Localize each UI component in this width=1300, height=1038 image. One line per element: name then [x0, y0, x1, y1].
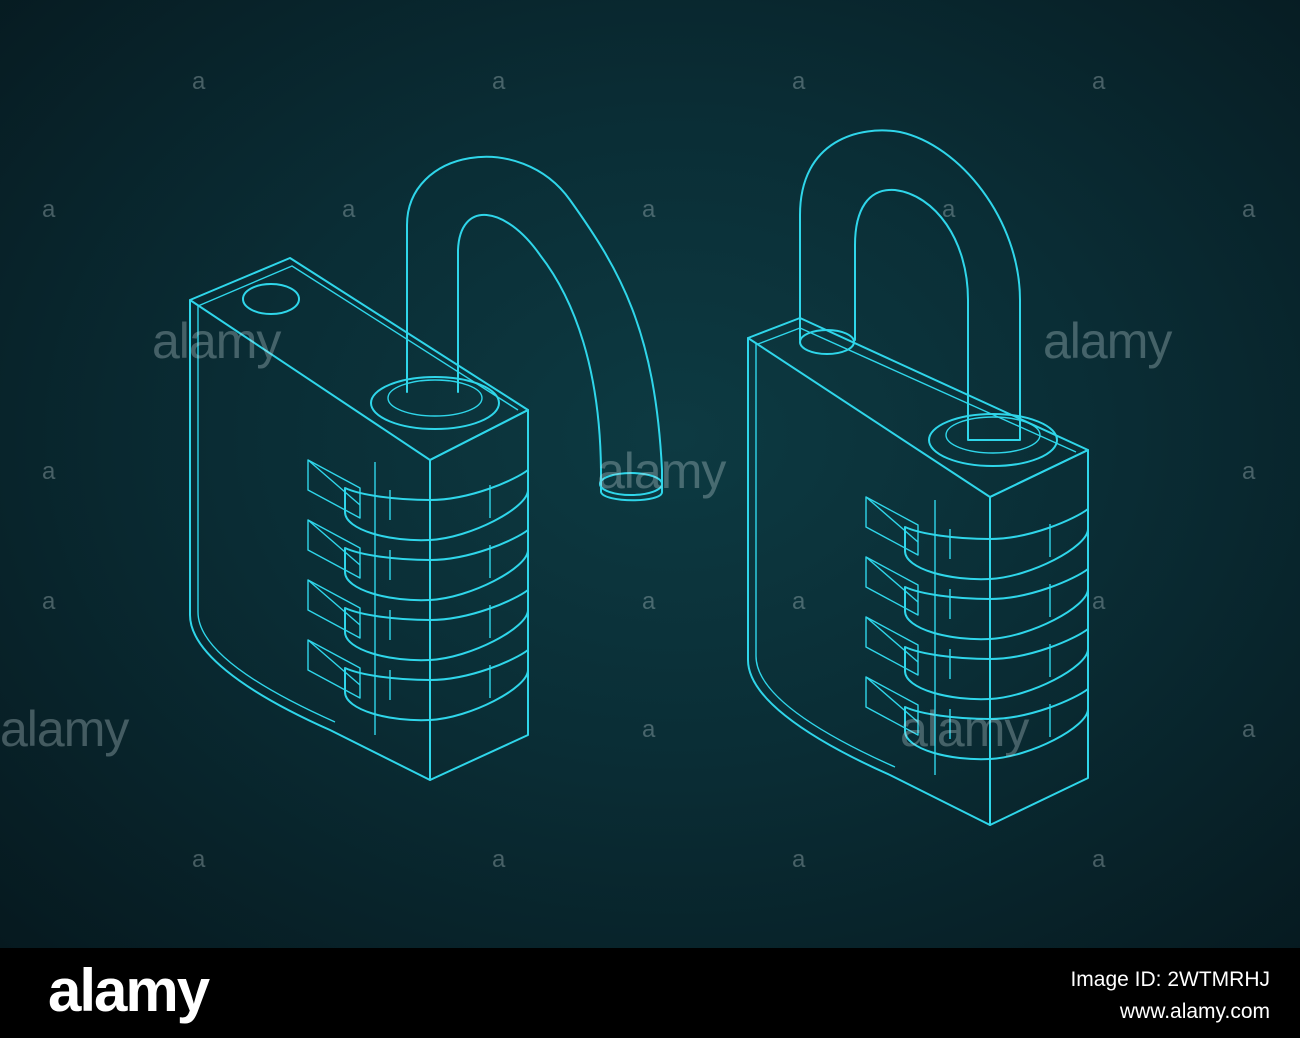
watermark-letter: a: [342, 196, 356, 223]
watermark-letter: a: [1242, 458, 1256, 485]
watermark-letter: a: [792, 588, 806, 615]
watermark-letter: a: [792, 846, 806, 873]
watermark-letter: a: [1092, 68, 1106, 95]
watermark-letter: a: [1092, 846, 1106, 873]
keyhole: [242, 283, 300, 315]
watermark-letter: a: [1092, 588, 1106, 615]
shackle-base: [799, 329, 855, 355]
watermark-letter: a: [192, 846, 206, 873]
dial-windows: [307, 459, 361, 699]
watermark-text: alamy: [900, 701, 1029, 757]
watermark-text: alamy: [1043, 313, 1172, 369]
lock-body-front-2: [747, 337, 991, 826]
stock-footer: alamy Image ID: 2WTMRHJ www.alamy.com: [0, 948, 1300, 1038]
image-id: Image ID: 2WTMRHJ: [1070, 968, 1270, 991]
watermark-text: alamy: [152, 313, 281, 369]
lock-body-side: [429, 409, 529, 781]
brand-logo: alamy: [48, 957, 210, 1024]
lock-body-front: [189, 299, 431, 781]
closed-shackle: [799, 129, 1021, 441]
blueprint-illustration: alamy alamy alamy alamy alamy a a a a a …: [0, 0, 1300, 948]
padlock-drawing: [189, 129, 1089, 826]
open-shackle: [406, 155, 663, 502]
watermark-letter: a: [642, 588, 656, 615]
watermark-text: alamy: [597, 443, 726, 499]
watermark-letter: a: [792, 68, 806, 95]
watermark-letter: a: [42, 196, 56, 223]
combination-wheels: [344, 469, 529, 722]
watermark-letter: a: [642, 716, 656, 743]
watermark-letter: a: [42, 588, 56, 615]
watermark-letter: a: [1242, 196, 1256, 223]
watermark-letter: a: [42, 458, 56, 485]
closed-padlock: [747, 129, 1089, 826]
lock-top-2: [747, 317, 1089, 498]
lock-body-side-2: [989, 449, 1089, 826]
shackle-tip: [599, 472, 663, 496]
combination-wheels-2: [904, 508, 1089, 761]
watermark-letter: a: [492, 846, 506, 873]
watermark-letter: a: [642, 196, 656, 223]
site-url: www.alamy.com: [1119, 1000, 1270, 1023]
watermark-letter: a: [192, 68, 206, 95]
watermark-letter: a: [492, 68, 506, 95]
open-padlock: [189, 155, 663, 781]
watermark-letter: a: [942, 196, 956, 223]
watermark-letter: a: [1242, 716, 1256, 743]
watermark-text: alamy: [0, 701, 129, 757]
dial-windows-2: [865, 496, 919, 736]
